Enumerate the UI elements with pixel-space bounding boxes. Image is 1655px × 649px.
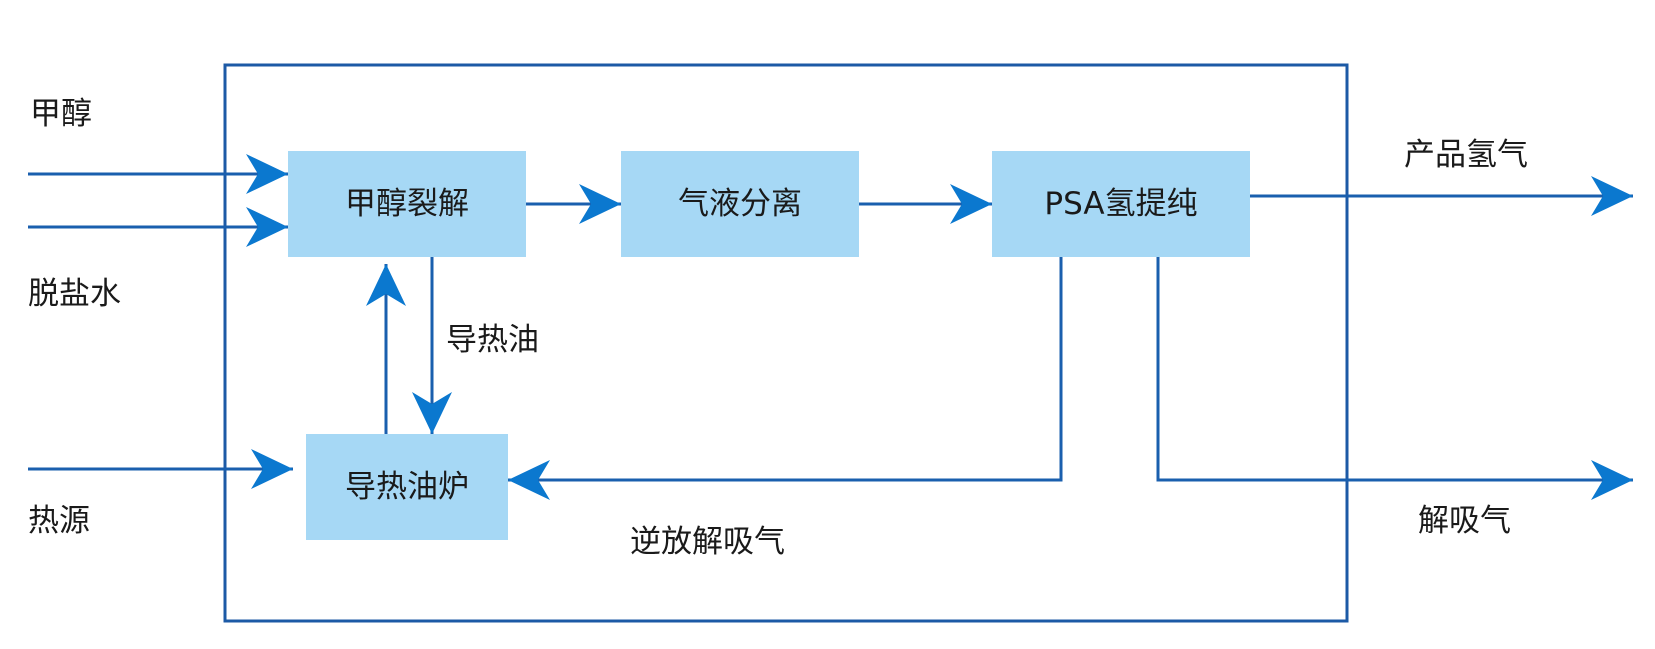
node-psa-label: PSA氢提纯: [1044, 186, 1197, 222]
input-methanol-label: 甲醇: [30, 96, 92, 132]
node-psa: PSA氢提纯: [992, 151, 1250, 257]
node-decomposition-label: 甲醇裂解: [345, 186, 469, 222]
output-desorption-label: 解吸气: [1418, 503, 1511, 539]
arrow-desorption-out: [1156, 257, 1633, 500]
flow-reverse-gas-label: 逆放解吸气: [630, 524, 785, 560]
input-water-label: 脱盐水: [28, 276, 121, 312]
flow-thermal-oil-label: 导热油: [446, 322, 539, 358]
node-separation-label: 气液分离: [678, 186, 802, 222]
node-furnace-label: 导热油炉: [345, 469, 469, 505]
arrow-reverse-gas: [508, 257, 1063, 500]
output-h2-label: 产品氢气: [1404, 137, 1528, 173]
node-furnace: 导热油炉: [306, 434, 508, 540]
node-separation: 气液分离: [621, 151, 859, 257]
node-decomposition: 甲醇裂解: [288, 151, 526, 257]
input-heat-label: 热源: [28, 503, 90, 539]
system-boundary-frame: [223, 63, 1349, 623]
